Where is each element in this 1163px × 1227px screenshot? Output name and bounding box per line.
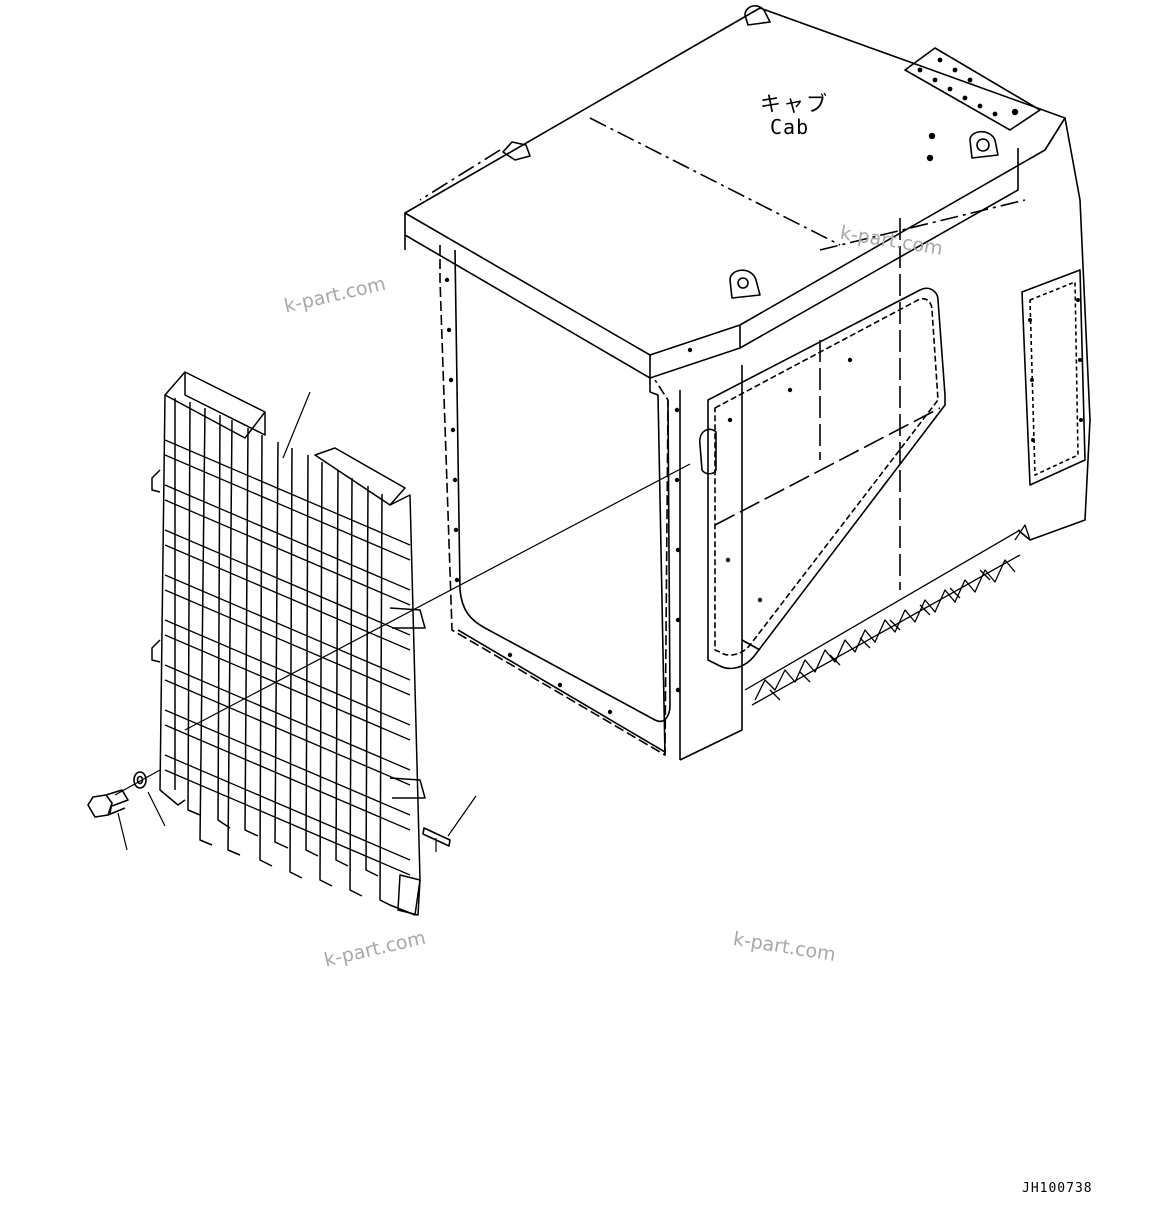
grille-guard bbox=[151, 371, 426, 916]
washer bbox=[133, 771, 147, 789]
leader-lines bbox=[114, 391, 691, 852]
cab-label-japanese: キャブ bbox=[760, 92, 829, 116]
pin bbox=[422, 827, 451, 847]
cab-label-english: Cab bbox=[770, 115, 810, 139]
drawing-id: JH100738 bbox=[1022, 1181, 1093, 1196]
cab bbox=[404, 5, 1091, 761]
bolt bbox=[87, 789, 129, 818]
